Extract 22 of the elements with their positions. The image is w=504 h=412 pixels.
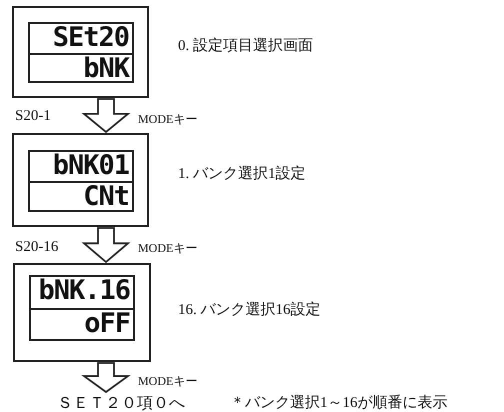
display-panel <box>12 133 149 227</box>
block-arrow <box>82 98 130 134</box>
edge-label: MODEキー <box>138 240 198 257</box>
step-code: S20-16 <box>15 239 58 256</box>
lcd-text: CNt <box>83 183 129 211</box>
block-arrow <box>82 227 130 264</box>
step-text: ＳＥＴ２０項０へ <box>57 393 185 412</box>
step-description: 1. バンク選択1設定 <box>178 164 306 183</box>
display-panel <box>13 263 151 362</box>
block-arrow <box>81 362 131 394</box>
display-panel <box>12 6 149 98</box>
step-description: 0. 設定項目選択画面 <box>178 36 313 55</box>
lcd-text: bNK <box>83 54 129 82</box>
lcd-text: bNK.16 <box>38 277 130 305</box>
edge-label: MODEキー <box>138 373 198 390</box>
lcd-text: oFF <box>84 310 130 338</box>
step-description: 16. バンク選択16設定 <box>178 300 320 319</box>
lcd-text: SEt20 <box>52 24 129 52</box>
edge-label: MODEキー <box>138 110 198 128</box>
note-text: ＊バンク選択1～16が順番に表示 <box>230 394 448 412</box>
lcd-text: bNK01 <box>52 152 129 180</box>
step-code: S20-1 <box>15 108 51 125</box>
